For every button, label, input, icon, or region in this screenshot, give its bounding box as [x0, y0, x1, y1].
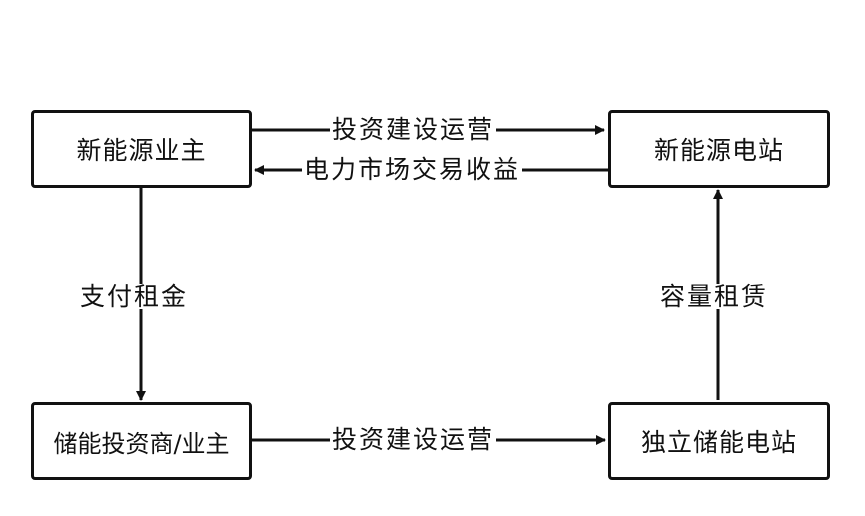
- label-top-forward: 投资建设运营: [330, 115, 497, 144]
- node-new-energy-station: 新能源电站: [608, 110, 830, 188]
- label-right-up: 容量租赁: [658, 282, 771, 311]
- label-left-down: 支付租金: [78, 282, 191, 311]
- label-top-backward: 电力市场交易收益: [302, 155, 523, 184]
- node-new-energy-owner: 新能源业主: [31, 110, 252, 188]
- label-bottom-forward: 投资建设运营: [330, 425, 497, 454]
- node-storage-investor-owner: 储能投资商/业主: [31, 402, 252, 480]
- node-independent-storage-station: 独立储能电站: [608, 402, 830, 480]
